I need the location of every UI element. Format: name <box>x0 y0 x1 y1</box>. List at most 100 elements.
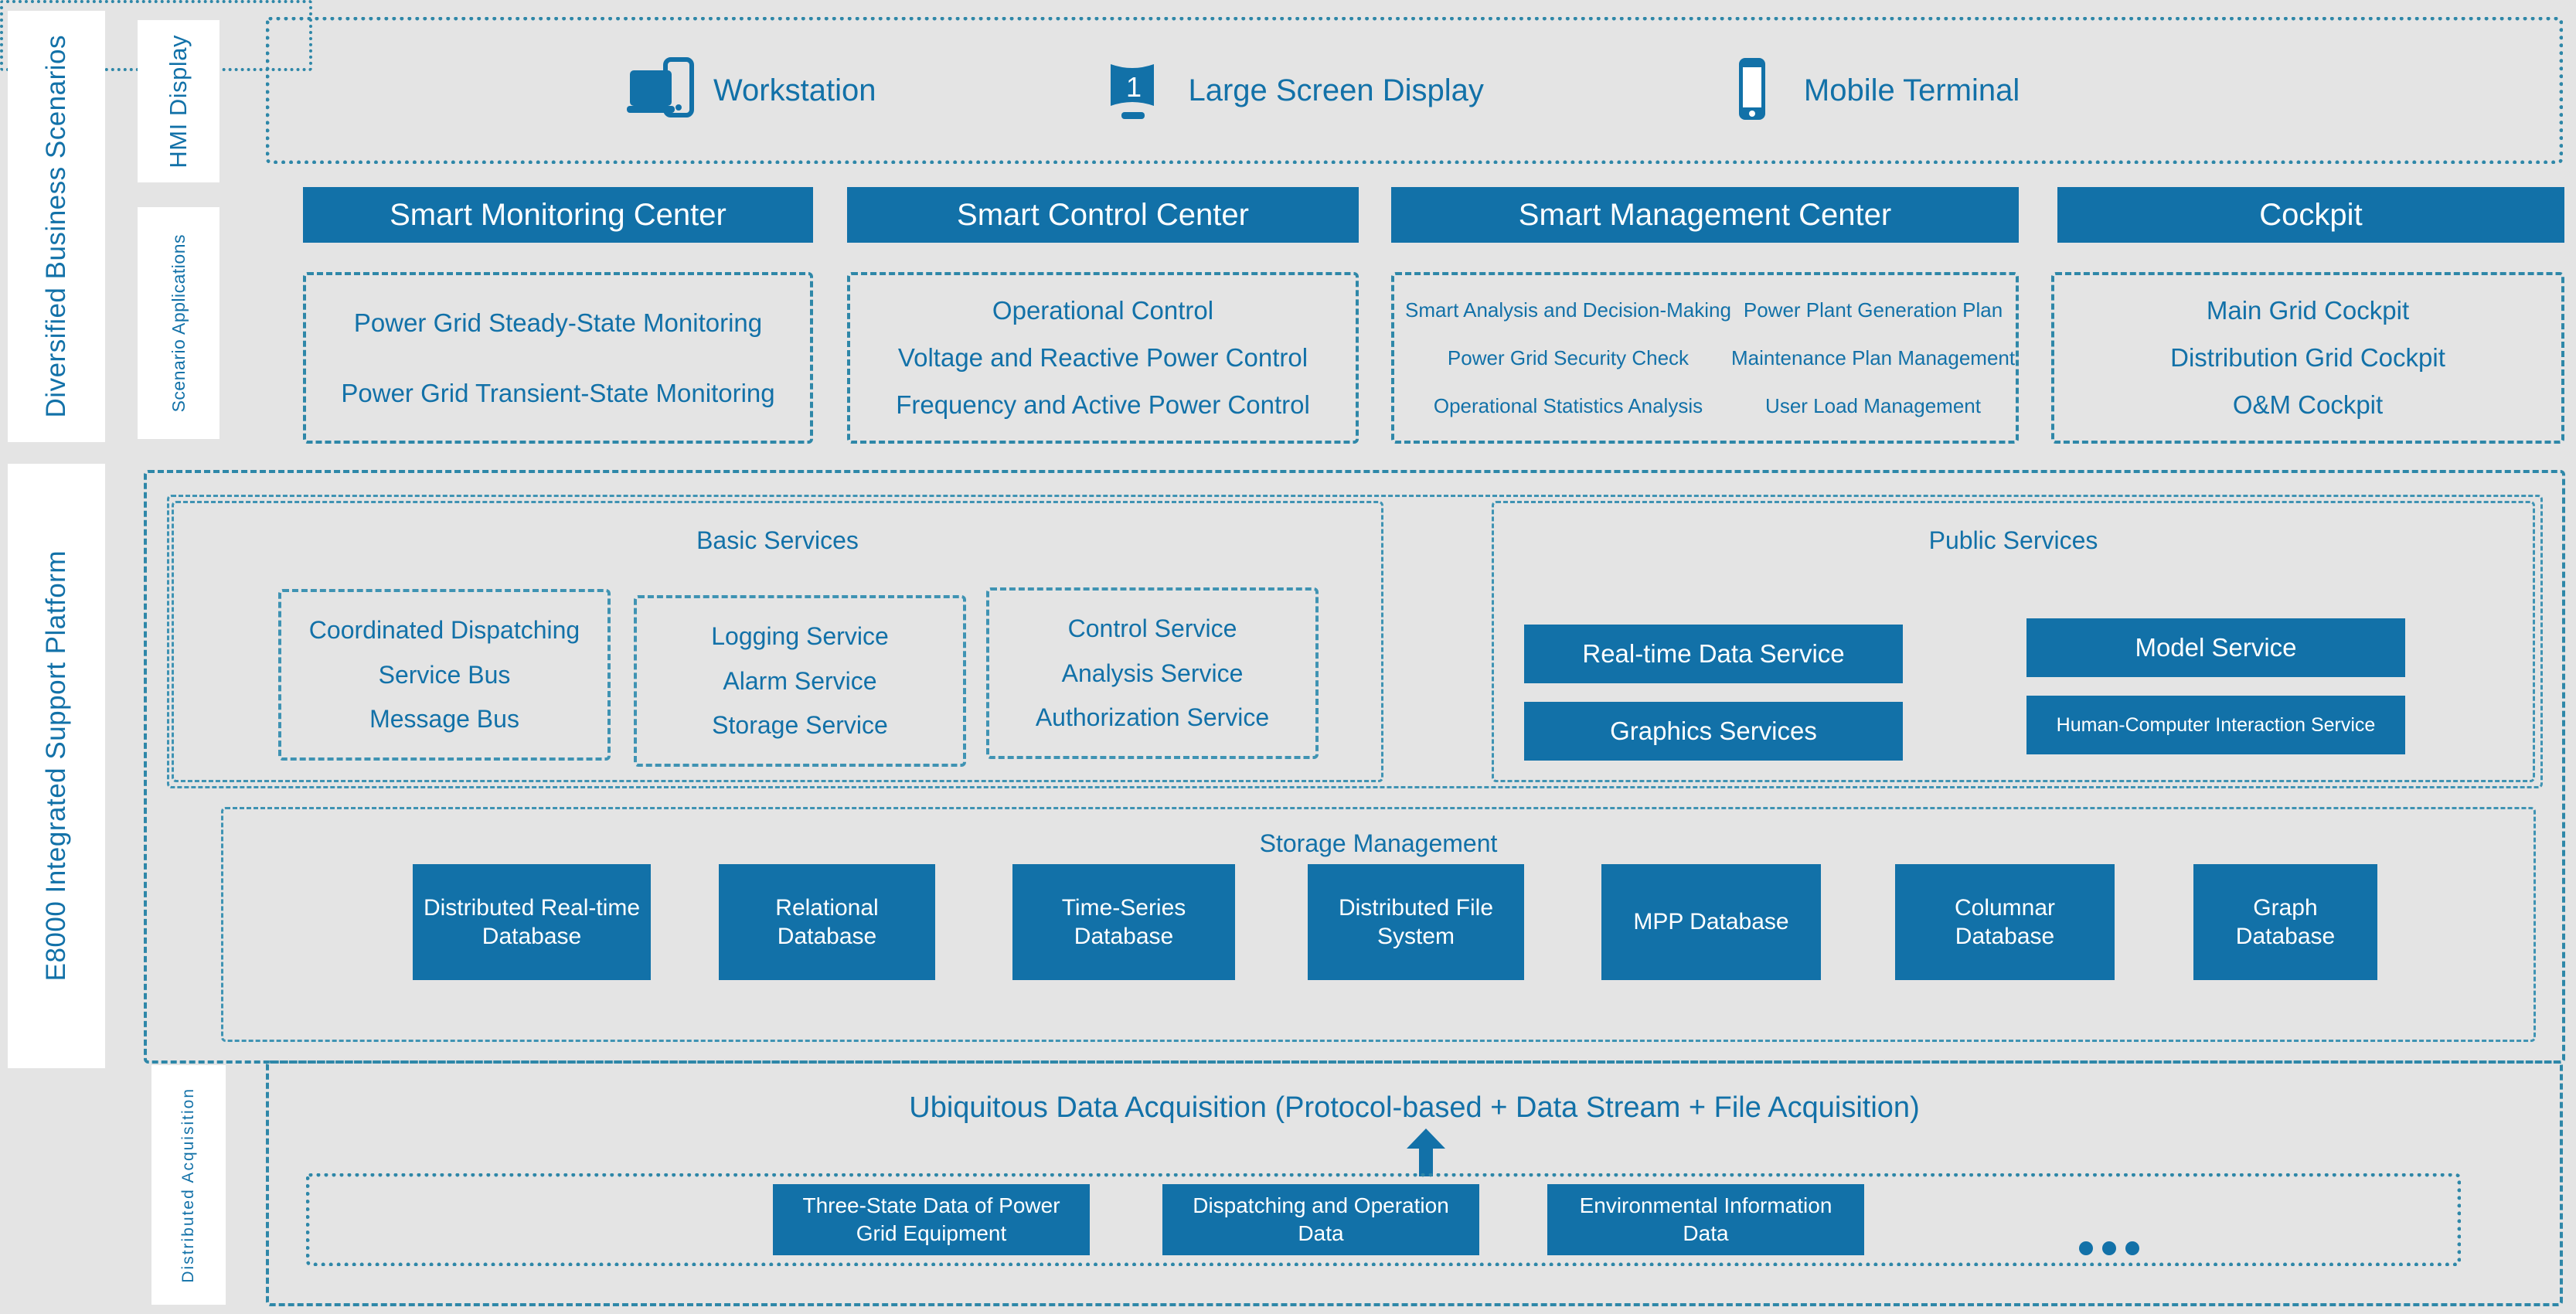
service-item[interactable]: Logging Service <box>711 621 889 650</box>
hmi-display-row: Workstation 1 Large Screen Display <box>266 17 2563 164</box>
side-label-diversified-business-scenarios: Diversified Business Scenarios <box>8 11 105 442</box>
center-item[interactable]: Frequency and Active Power Control <box>896 390 1310 419</box>
device-label: Workstation <box>713 73 876 107</box>
device-label: Large Screen Display <box>1188 73 1484 107</box>
center-body-cockpit: Main Grid Cockpit Distribution Grid Cock… <box>2051 272 2564 444</box>
service-item[interactable]: Service Bus <box>378 660 511 689</box>
side-label-hmi-display: HMI Display <box>138 20 219 182</box>
center-title: Cockpit <box>2259 197 2363 232</box>
mobile-phone-icon <box>1716 53 1787 128</box>
service-item[interactable]: Alarm Service <box>723 666 877 695</box>
workstation-icon <box>625 53 696 128</box>
side-label-e8000-platform: E8000 Integrated Support Platform <box>8 464 105 1068</box>
center-item[interactable]: Voltage and Reactive Power Control <box>897 342 1308 372</box>
chip-label: Model Service <box>2135 633 2297 662</box>
center-item[interactable]: Power Grid Steady-State Monitoring <box>353 308 763 337</box>
center-item[interactable]: User Load Management <box>1765 393 1981 417</box>
center-body-smart-monitoring: Power Grid Steady-State Monitoring Power… <box>303 272 813 444</box>
center-item[interactable]: Operational Control <box>992 296 1214 325</box>
basic-services-group-3: Control Service Analysis Service Authori… <box>986 587 1319 759</box>
public-service-chip-real-time-data[interactable]: Real-time Data Service <box>1524 625 1903 683</box>
services-row-container <box>167 495 2543 788</box>
database-chip-distributed-file-system[interactable]: Distributed File System <box>1308 864 1524 980</box>
side-label-text: Scenario Applications <box>168 233 189 413</box>
chip-label: Human-Computer Interaction Service <box>2056 713 2376 736</box>
chip-label: Environmental Information Data <box>1579 1193 1832 1245</box>
center-item[interactable]: Power Grid Security Check <box>1447 346 1690 369</box>
public-service-chip-human-computer-interaction[interactable]: Human-Computer Interaction Service <box>2026 696 2405 754</box>
chip-label: Distributed Real-time Database <box>423 894 641 950</box>
management-column-right: Power Plant Generation Plan Maintenance … <box>1731 286 2015 430</box>
public-services-box: Public Services <box>1492 501 2535 782</box>
basic-services-group-1: Coordinated Dispatching Service Bus Mess… <box>278 589 611 761</box>
chip-label: MPP Database <box>1633 909 1789 935</box>
database-chip-mpp[interactable]: MPP Database <box>1601 864 1821 980</box>
basic-services-title: Basic Services <box>696 526 859 554</box>
device-large-screen-display[interactable]: 1 Large Screen Display <box>1100 53 1484 128</box>
acquisition-source-environmental-information-data[interactable]: Environmental Information Data <box>1547 1184 1864 1255</box>
chip-label: Distributed File System <box>1338 894 1494 950</box>
database-chip-time-series[interactable]: Time-Series Database <box>1012 864 1235 980</box>
chip-label: Graph Database <box>2235 894 2336 950</box>
basic-services-group-2: Logging Service Alarm Service Storage Se… <box>634 595 966 767</box>
acquisition-sources-box <box>306 1173 2461 1266</box>
service-item[interactable]: Storage Service <box>712 711 888 740</box>
acquisition-title: Ubiquitous Data Acquisition (Protocol-ba… <box>909 1091 1920 1124</box>
center-title: Smart Control Center <box>957 197 1249 232</box>
side-label-text: Distributed Acquisition <box>179 1087 197 1283</box>
center-item[interactable]: Power Grid Transient-State Monitoring <box>341 378 775 407</box>
center-title: Smart Monitoring Center <box>390 197 727 232</box>
acquisition-source-dispatching-operation-data[interactable]: Dispatching and Operation Data <box>1162 1184 1479 1255</box>
center-body-smart-control: Operational Control Voltage and Reactive… <box>847 272 1359 444</box>
service-item[interactable]: Control Service <box>1067 614 1237 642</box>
center-item[interactable]: Maintenance Plan Management <box>1730 346 2016 369</box>
device-mobile-terminal[interactable]: Mobile Terminal <box>1716 53 2020 128</box>
center-header-smart-monitoring[interactable]: Smart Monitoring Center <box>303 187 813 243</box>
service-item[interactable]: Authorization Service <box>1035 703 1270 732</box>
large-screen-icon: 1 <box>1100 53 1171 128</box>
management-column-left: Smart Analysis and Decision-Making Power… <box>1405 286 1731 430</box>
database-chip-distributed-real-time[interactable]: Distributed Real-time Database <box>413 864 651 980</box>
center-header-cockpit[interactable]: Cockpit <box>2057 187 2564 243</box>
center-title: Smart Management Center <box>1518 197 1892 232</box>
side-label-text: HMI Display <box>165 34 192 169</box>
database-chip-columnar[interactable]: Columnar Database <box>1895 864 2115 980</box>
center-item[interactable]: Smart Analysis and Decision-Making <box>1405 298 1731 322</box>
side-label-distributed-acquisition: Distributed Acquisition <box>151 1065 226 1305</box>
side-label-text: Diversified Business Scenarios <box>41 35 71 418</box>
storage-management-box: Storage Management <box>221 807 2536 1042</box>
storage-management-title: Storage Management <box>1259 829 1498 857</box>
center-item[interactable]: O&M Cockpit <box>2232 390 2384 419</box>
side-label-scenario-applications: Scenario Applications <box>138 207 219 439</box>
public-services-title: Public Services <box>1928 526 2098 554</box>
center-header-smart-control[interactable]: Smart Control Center <box>847 187 1359 243</box>
database-chip-relational[interactable]: Relational Database <box>719 864 935 980</box>
device-workstation[interactable]: Workstation <box>625 53 876 128</box>
chip-label: Dispatching and Operation Data <box>1193 1193 1449 1245</box>
public-service-chip-model[interactable]: Model Service <box>2026 618 2405 677</box>
ellipsis-dots-icon <box>2079 1241 2139 1255</box>
acquisition-outer-box <box>266 1060 2563 1306</box>
center-item[interactable]: Main Grid Cockpit <box>2206 296 2410 325</box>
chip-label: Graphics Services <box>1610 717 1817 745</box>
service-item[interactable]: Message Bus <box>369 705 519 734</box>
chip-label: Columnar Database <box>1954 894 2056 950</box>
service-item[interactable]: Analysis Service <box>1061 659 1244 687</box>
service-item[interactable]: Coordinated Dispatching <box>308 615 580 644</box>
center-body-smart-management: Smart Analysis and Decision-Making Power… <box>1391 272 2019 444</box>
center-item[interactable]: Power Plant Generation Plan <box>1743 298 2003 322</box>
side-label-text: E8000 Integrated Support Platform <box>41 550 71 982</box>
device-label: Mobile Terminal <box>1803 73 2020 107</box>
svg-text:1: 1 <box>1126 71 1142 103</box>
center-item[interactable]: Distribution Grid Cockpit <box>2170 342 2445 372</box>
public-service-chip-graphics[interactable]: Graphics Services <box>1524 702 1903 761</box>
database-chip-graph[interactable]: Graph Database <box>2193 864 2377 980</box>
center-item[interactable]: Operational Statistics Analysis <box>1433 393 1703 417</box>
upward-arrow-icon <box>1407 1128 1445 1176</box>
acquisition-source-three-state-data[interactable]: Three-State Data of Power Grid Equipment <box>773 1184 1090 1255</box>
center-header-smart-management[interactable]: Smart Management Center <box>1391 187 2019 243</box>
basic-services-box: Basic Services <box>172 501 1383 782</box>
chip-label: Time-Series Database <box>1061 894 1186 950</box>
chip-label: Relational Database <box>775 894 879 950</box>
